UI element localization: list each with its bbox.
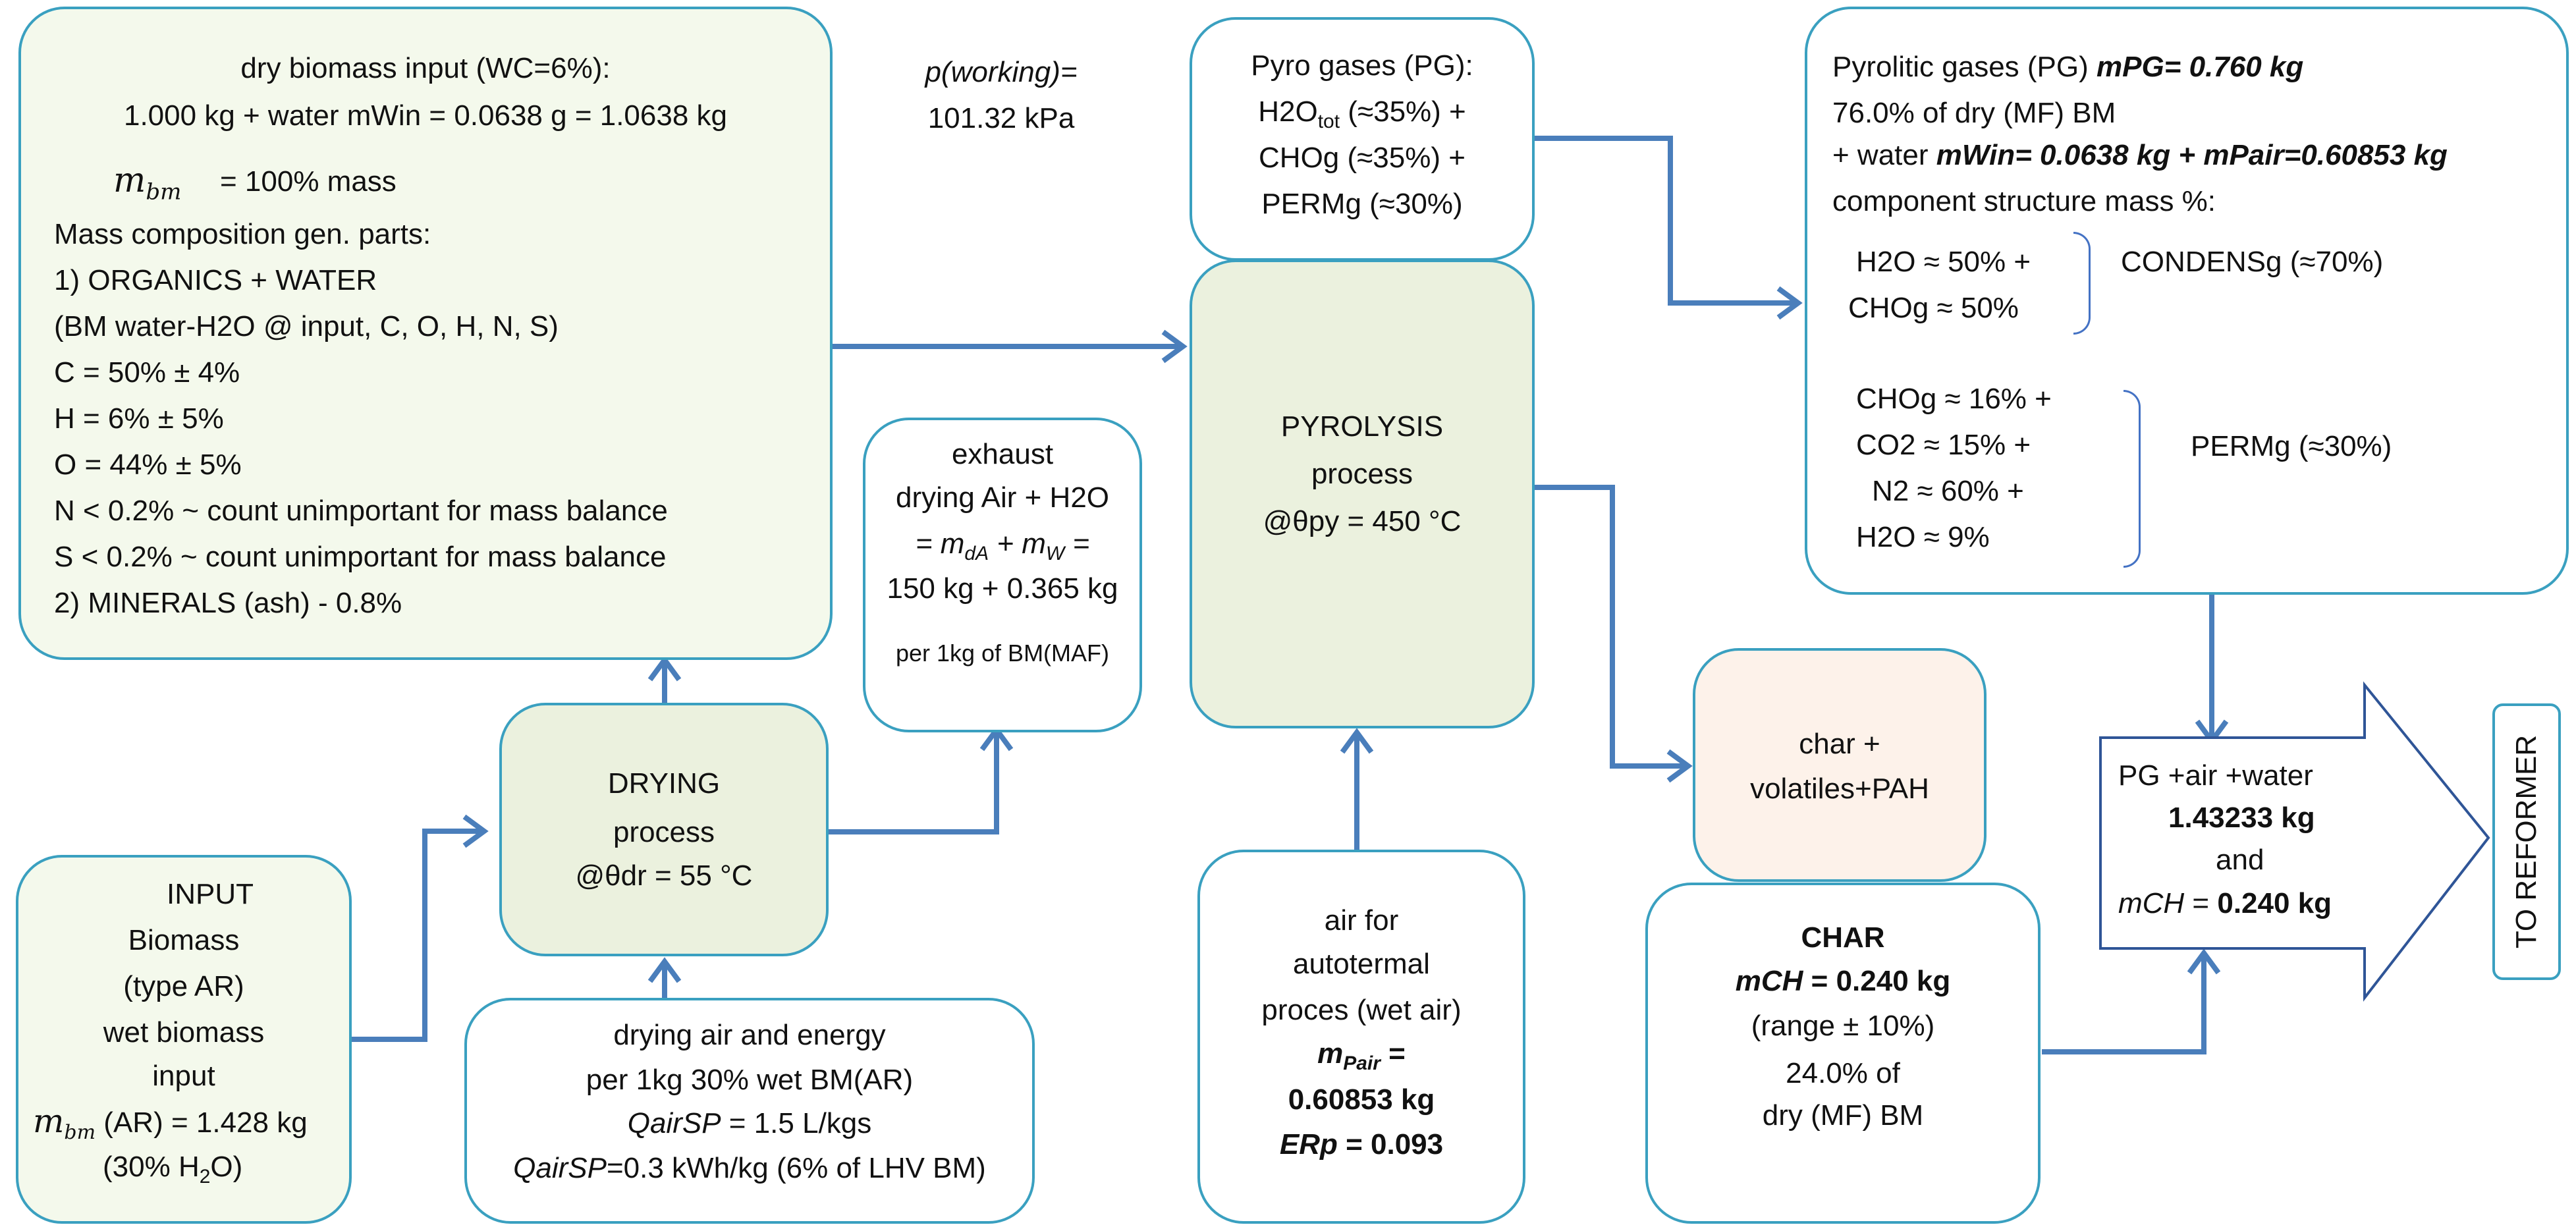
drying-title: DRYING	[607, 767, 721, 800]
pyrolitic-line2: 76.0% of dry (MF) BM	[1832, 97, 2116, 129]
air-auto-line2: autotermal	[1293, 948, 1430, 980]
pyrolysis-temperature: @θpy = 450 °C	[1263, 505, 1462, 537]
perm-h2o: H2O ≈ 9%	[1856, 521, 1990, 553]
perm-co2: CO2 ≈ 15% +	[1856, 429, 2031, 461]
char-mass: mCH = 0.240 kg	[1735, 965, 1951, 997]
air-auto-mpair: mPair =	[1317, 1037, 1406, 1074]
condens-h2o: H2O ≈ 50% +	[1856, 246, 2031, 278]
pyro-gases-title: Pyro gases (PG):	[1251, 49, 1473, 82]
air-auto-line1: air for	[1324, 904, 1399, 937]
pyro-gases-box	[1190, 17, 1535, 261]
mbm-value: = 100% mass	[220, 165, 397, 198]
dry-biomass-input-box	[18, 7, 833, 660]
working-pressure-label: p(working)=	[925, 56, 1078, 88]
char-range: (range ± 10%)	[1751, 1010, 1935, 1042]
pg-and: and	[2216, 844, 2264, 876]
pyro-gases-chog: CHOg (≈35%) +	[1259, 142, 1466, 174]
pg-total-mass: 1.43233 kg	[2168, 802, 2315, 834]
working-pressure-value: 101.32 kPa	[927, 102, 1075, 134]
char-title: CHAR	[1801, 921, 1885, 954]
pyro-gases-h2o: H2Otot (≈35%) +	[1258, 96, 1466, 132]
composition-line: S < 0.2% ~ count unimportant for mass ba…	[54, 541, 667, 573]
drying-air-energy-box	[464, 998, 1035, 1224]
arrow-pyrogases-to-pyrolitic	[1535, 136, 1798, 306]
exhaust-mass-formula: = mdA + mW =	[915, 528, 1090, 564]
perm-brace	[2124, 390, 2141, 568]
drying-air-energy: QairSP=0.3 kWh/kg (6% of LHV BM)	[513, 1152, 986, 1184]
arrow-char-to-pg	[2042, 953, 2206, 1054]
input-type: (type AR)	[123, 970, 244, 1002]
pyrolitic-gases-box	[1805, 7, 2569, 595]
composition-line: N < 0.2% ~ count unimportant for mass ba…	[54, 495, 668, 527]
pg-air-water-label: PG +air +water	[2118, 759, 2313, 792]
pyro-gases-permg: PERMg (≈30%)	[1261, 188, 1463, 220]
drying-air-per-kg: per 1kg 30% wet BM(AR)	[586, 1064, 914, 1096]
char-percent: 24.0% of	[1786, 1057, 1900, 1089]
pyrolitic-line3: + water mWin= 0.0638 kg + mPair=0.60853 …	[1832, 139, 2448, 171]
input-wet-biomass: wet biomass	[103, 1016, 265, 1049]
composition-line: (BM water-H2O @ input, C, O, H, N, S)	[54, 310, 559, 342]
char-volatiles-line1: char +	[1799, 728, 1880, 760]
mbm-symbol: mbm	[113, 161, 182, 205]
composition-line: 1) ORGANICS + WATER	[54, 264, 377, 296]
air-auto-erp: ERp = 0.093	[1279, 1128, 1444, 1161]
drying-air-flow: QairSP = 1.5 L/kgs	[627, 1107, 872, 1139]
pyrolitic-line4: component structure mass %:	[1832, 185, 2216, 217]
exhaust-title: exhaust	[951, 438, 1054, 470]
drying-subtitle: process	[613, 816, 715, 848]
pyrolitic-line1: Pyrolitic gases (PG) mPG= 0.760 kg	[1832, 51, 2304, 83]
arrow-pyrolysis-to-char	[1535, 485, 1688, 769]
pg-char-mass: mCH = 0.240 kg	[2118, 887, 2332, 919]
composition-line: Mass composition gen. parts:	[54, 218, 431, 250]
air-auto-mpair-value: 0.60853 kg	[1288, 1083, 1435, 1116]
composition-line: H = 6% ± 5%	[54, 402, 224, 435]
to-reformer-block-arrow	[2099, 681, 2490, 1002]
exhaust-drying-air: drying Air + H2O	[895, 481, 1110, 514]
dry-biomass-title: dry biomass input (WC=6%):	[240, 52, 611, 84]
input-mass-value: mbm (AR) = 1.428 kg	[33, 1102, 308, 1144]
char-box	[1645, 883, 2041, 1224]
pyrolysis-title: PYROLYSIS	[1280, 410, 1444, 443]
drying-process-box	[499, 703, 829, 956]
perm-chog: CHOg ≈ 16% +	[1856, 383, 2052, 415]
input-biomass-label: Biomass	[128, 924, 240, 956]
input-input: input	[152, 1060, 215, 1092]
dry-biomass-mass-line: 1.000 kg + water mWin = 0.0638 g = 1.063…	[123, 99, 728, 132]
condens-chog: CHOg ≈ 50%	[1848, 292, 2019, 324]
char-volatiles-line2: volatiles+PAH	[1750, 773, 1929, 805]
perm-n2: N2 ≈ 60% +	[1872, 475, 2024, 507]
char-volatiles-box	[1693, 648, 1987, 882]
perm-label: PERMg (≈30%)	[2191, 430, 2392, 462]
exhaust-note: per 1kg of BM(MAF)	[895, 640, 1110, 667]
exhaust-box	[863, 418, 1142, 732]
air-autotermal-box	[1197, 850, 1525, 1224]
condens-label: CONDENSg (≈70%)	[2121, 246, 2384, 278]
arrow-input-to-drying	[350, 829, 484, 1042]
input-title: INPUT	[167, 878, 254, 910]
composition-line: C = 50% ± 4%	[54, 356, 240, 389]
input-biomass-box	[16, 855, 352, 1224]
air-auto-line3: proces (wet air)	[1261, 994, 1462, 1026]
composition-line: O = 44% ± 5%	[54, 449, 242, 481]
drying-temperature: @θdr = 55 °C	[575, 860, 753, 892]
pyrolysis-process-box	[1190, 259, 1535, 728]
char-dry-mf: dry (MF) BM	[1762, 1099, 1924, 1132]
pyrolysis-subtitle: process	[1311, 458, 1413, 490]
arrow-drying-to-exhaust	[823, 730, 999, 834]
to-reformer-label: TO REFORMER	[2510, 734, 2542, 949]
input-water-content: (30% H2O)	[103, 1151, 243, 1188]
to-reformer-box	[2492, 703, 2561, 980]
exhaust-mass-values: 150 kg + 0.365 kg	[887, 572, 1118, 605]
drying-air-title: drying air and energy	[613, 1019, 886, 1051]
condens-brace	[2073, 232, 2091, 335]
composition-line: 2) MINERALS (ash) - 0.8%	[54, 587, 402, 619]
